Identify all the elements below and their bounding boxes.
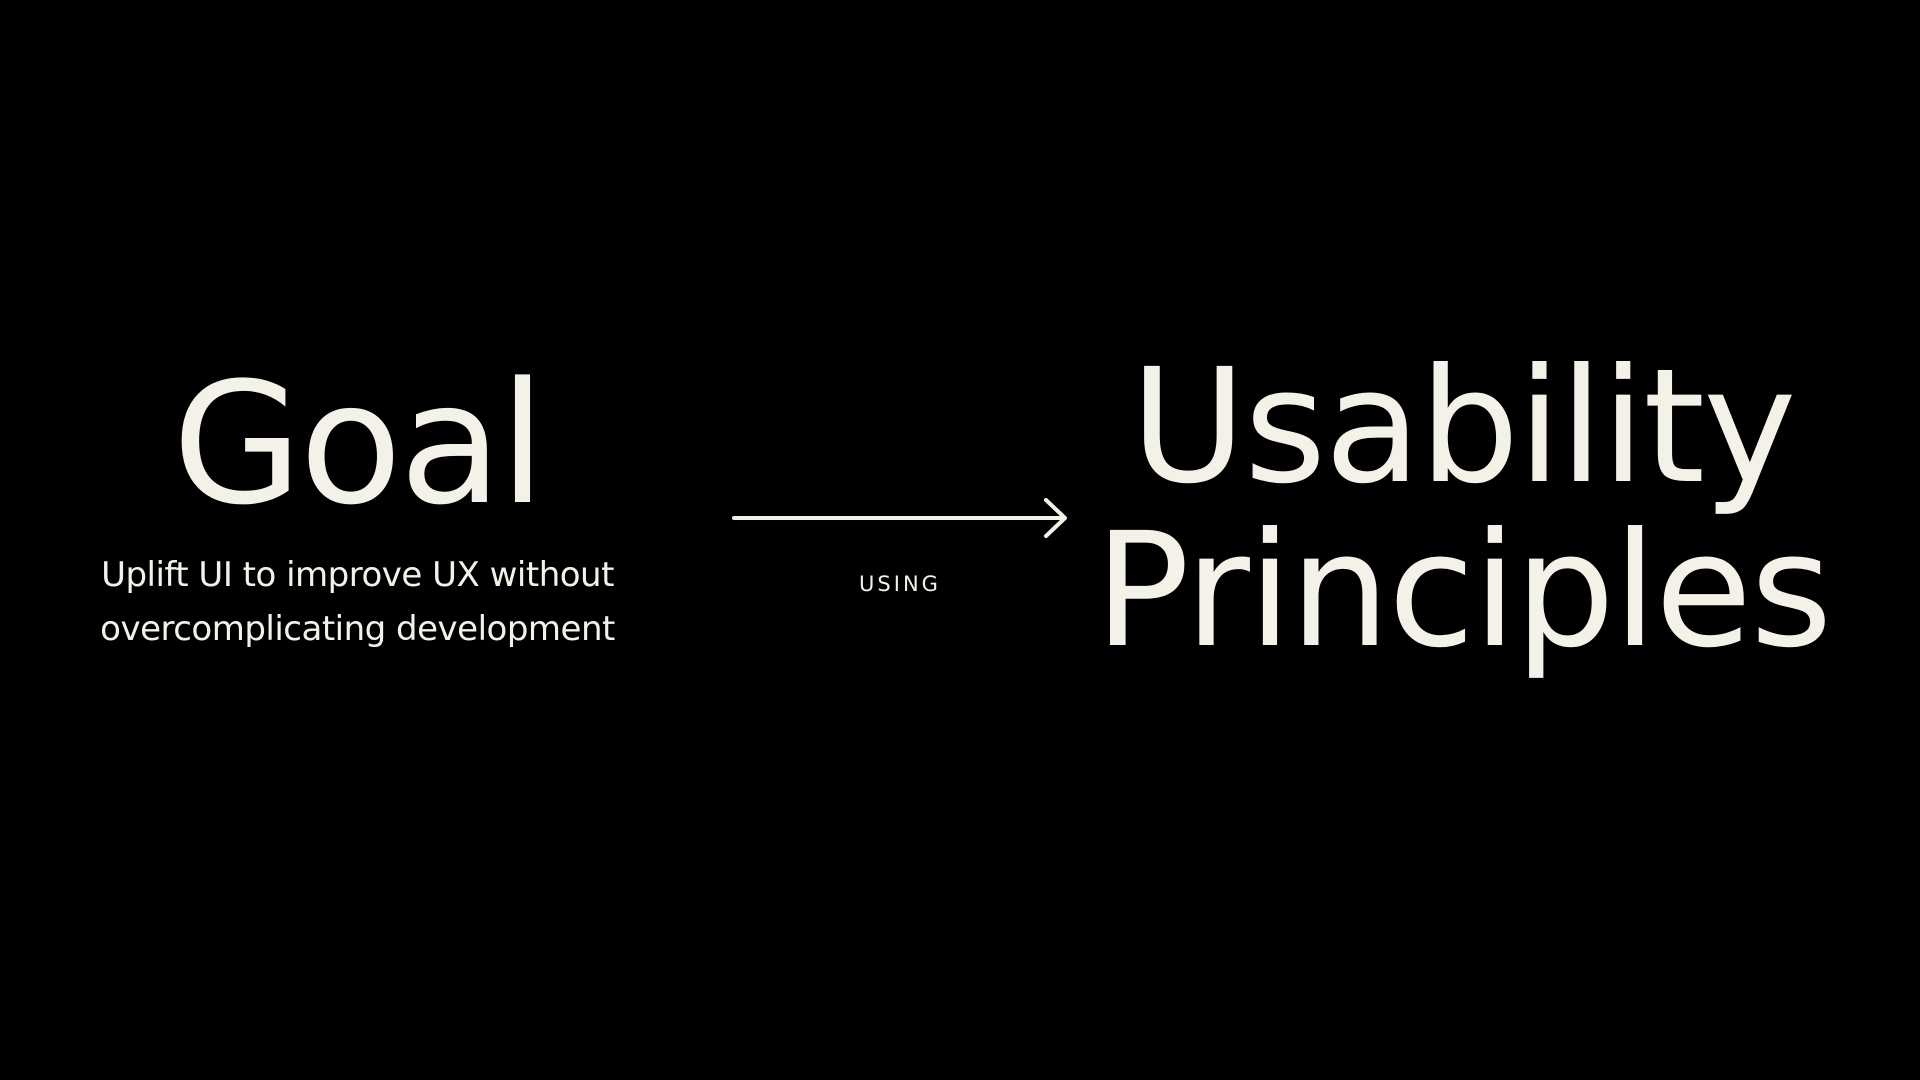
- goal-title: Goal: [172, 346, 546, 542]
- principles-title-line-1: Usability: [1130, 335, 1796, 519]
- goal-subtitle: Uplift UI to improve UX without overcomp…: [60, 548, 655, 656]
- connector: USING: [732, 498, 1072, 596]
- principles-title-line-2: Principles: [1094, 499, 1833, 683]
- goal-subtitle-line-2: overcomplicating development: [100, 609, 615, 649]
- principles-block: Usability Principles: [1090, 345, 1835, 673]
- goal-block: Goal Uplift UI to improve UX without ove…: [60, 360, 655, 656]
- goal-subtitle-line-1: Uplift UI to improve UX without: [101, 555, 614, 595]
- connector-label: USING: [859, 572, 941, 596]
- arrow-right-icon: [732, 498, 1067, 538]
